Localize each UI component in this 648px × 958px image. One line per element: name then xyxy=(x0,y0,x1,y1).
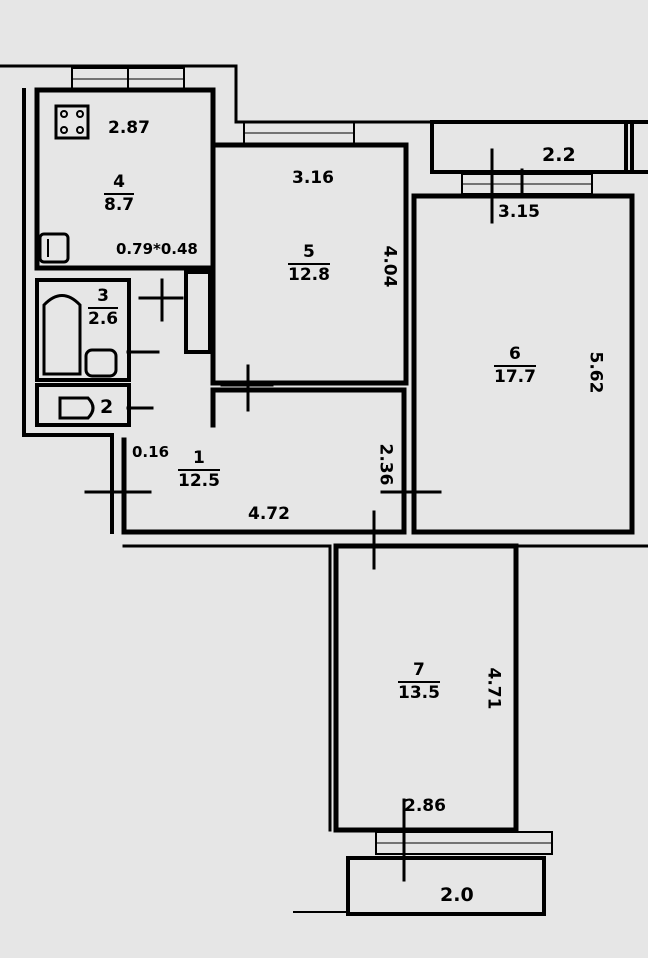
toilet-icon xyxy=(58,396,95,420)
room-1-number: 1 xyxy=(178,449,220,471)
closet xyxy=(184,270,212,354)
dim-hall-length: 4.72 xyxy=(248,504,290,524)
dim-room7-width: 2.86 xyxy=(404,796,446,816)
room-7-number: 7 xyxy=(398,661,440,683)
dim-niche: 0.79*0.48 xyxy=(116,240,198,258)
bathtub-icon xyxy=(42,294,82,376)
room-7-area: 13.5 xyxy=(398,682,440,703)
room-5-area: 12.8 xyxy=(288,264,330,285)
room-4-number: 4 xyxy=(104,173,135,195)
room-4-area: 8.7 xyxy=(104,194,135,215)
room-1-label: 1 12.5 xyxy=(178,449,220,491)
room-6-area: 17.7 xyxy=(494,366,536,387)
room-5-label: 5 12.8 xyxy=(288,243,330,285)
balcony-top xyxy=(430,120,634,174)
washbasin-icon xyxy=(84,348,118,378)
balcony-top-right xyxy=(624,120,648,174)
room-1-area: 12.5 xyxy=(178,470,220,491)
room-7-label: 7 13.5 xyxy=(398,661,440,703)
room-1-walls xyxy=(121,387,407,535)
sink-icon xyxy=(38,232,70,264)
dim-room6-width: 3.15 xyxy=(498,202,540,222)
dim-hall-depth: 2.36 xyxy=(375,443,396,486)
stove-icon xyxy=(54,104,90,140)
room-5-number: 5 xyxy=(288,243,330,265)
dim-room5-depth: 4.04 xyxy=(379,245,400,288)
dim-room7-depth: 4.71 xyxy=(483,667,504,710)
room-6-label: 6 17.7 xyxy=(494,345,536,387)
room-6-walls xyxy=(411,193,635,535)
room-2-number: 2 xyxy=(100,396,114,418)
room-2-walls xyxy=(35,383,131,427)
room-3-area: 2.6 xyxy=(88,308,119,329)
dim-room5-width: 3.16 xyxy=(292,168,334,188)
kitchen-outer xyxy=(22,88,114,534)
dim-kitchen-width: 2.87 xyxy=(108,118,150,138)
balcony-bottom xyxy=(346,856,546,916)
dim-balcony-bottom: 2.0 xyxy=(440,884,474,906)
outer-wall xyxy=(0,64,434,124)
dim-balcony-top: 2.2 xyxy=(542,144,576,166)
dim-room6-depth: 5.62 xyxy=(585,351,606,394)
room-7-walls xyxy=(333,543,519,833)
room-6-number: 6 xyxy=(494,345,536,367)
room-4-label: 4 8.7 xyxy=(104,173,135,215)
room-3-walls xyxy=(35,278,131,382)
room-3-number: 3 xyxy=(88,287,119,309)
room-3-label: 3 2.6 xyxy=(88,287,119,329)
dim-hall-small: 0.16 xyxy=(132,443,170,461)
